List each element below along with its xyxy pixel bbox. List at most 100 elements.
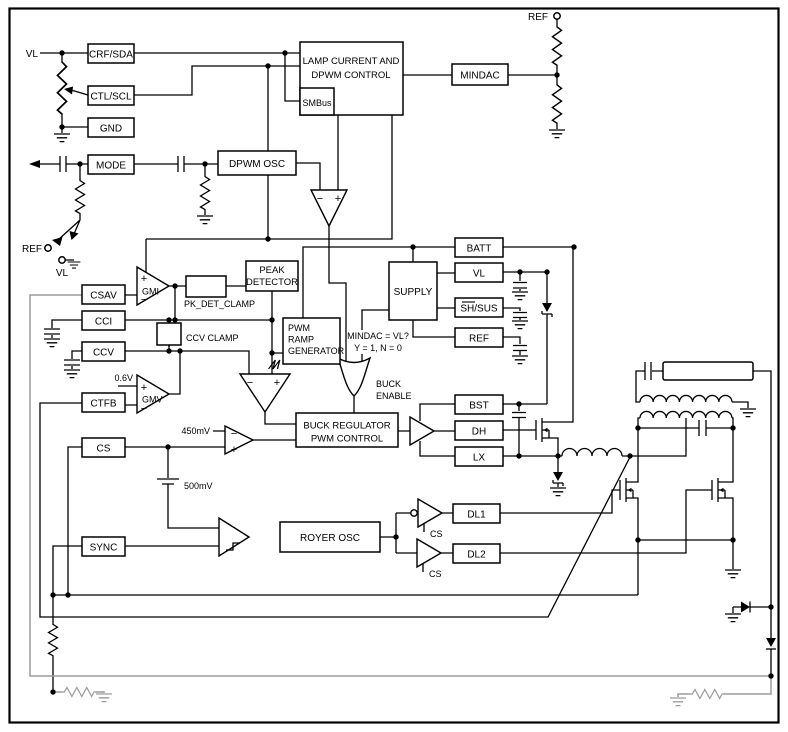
arrows — [29, 86, 79, 246]
pin-cci-label: CCI — [95, 317, 112, 328]
ref-divider-top-resistor — [551, 23, 563, 69]
ref-cap — [513, 344, 527, 352]
pin-csav-label: CSAV — [90, 291, 117, 302]
resistors — [47, 23, 725, 700]
ramp-line2: RAMP — [288, 335, 314, 345]
or-gate — [336, 356, 372, 397]
dl1-driver — [417, 497, 444, 529]
vl-cap — [513, 281, 527, 289]
block-supply — [388, 261, 438, 321]
pin-mode — [87, 154, 135, 175]
pin-crf-sda — [87, 43, 135, 64]
ground-icon — [669, 697, 687, 707]
pin-bst — [454, 394, 504, 415]
lamp-block-line2: DPWM CONTROL — [311, 70, 390, 81]
pin-bst-label: BST — [469, 401, 488, 412]
resonant-cap — [698, 420, 707, 436]
buck-enable-line2: ENABLE — [376, 391, 412, 401]
transformer-primary — [639, 410, 733, 419]
dpwm-cmp-minus: − — [317, 193, 323, 205]
vl-top-label: VL — [26, 49, 39, 60]
bootstrap-cap — [512, 411, 526, 419]
ramp-line3: GENERATOR — [288, 346, 345, 356]
ground-icon — [511, 320, 529, 330]
pin-dl2-label: DL2 — [467, 550, 486, 561]
royer-mosfet-right — [711, 477, 726, 503]
pin-ctl-scl-label: CTL/SCL — [90, 92, 132, 103]
royer-osc-label: ROYER OSC — [300, 533, 360, 544]
pot-resistor — [56, 56, 68, 120]
pin-cci — [81, 310, 126, 331]
cci-cap — [44, 328, 60, 335]
ground-icon — [67, 261, 81, 269]
gmi-minus: − — [141, 294, 147, 306]
ground-icon — [739, 408, 757, 418]
dl2-driver — [416, 537, 443, 569]
pin-ctfb — [81, 392, 126, 413]
mode-right-cap — [177, 156, 185, 172]
block-dpwm-osc — [217, 150, 297, 176]
amplifiers — [136, 189, 444, 569]
source-500mv — [157, 478, 179, 485]
lamp-rectifier-diode-2 — [766, 638, 776, 650]
peak-detector-line2: DETECTOR — [246, 277, 298, 288]
vl-switch-label: VL — [56, 268, 69, 279]
dpwm-cmp-plus: + — [335, 193, 341, 205]
pin-ccv-label: CCV — [93, 348, 114, 359]
switch-arrowhead-ref — [52, 237, 63, 246]
pin-dl1-label: DL1 — [467, 510, 486, 521]
pin-gnd — [87, 117, 135, 138]
ref-switch-terminal — [44, 244, 52, 252]
ccv-clamp-label: CCV CLAMP — [186, 333, 239, 343]
block-smbus — [299, 87, 335, 116]
peak-detector-line1: PEAK — [259, 265, 285, 276]
gmv-amp — [136, 373, 171, 415]
ground-icon — [511, 291, 529, 301]
ground-icon — [63, 369, 81, 379]
pin-sync — [81, 536, 126, 557]
ref-terminal — [553, 12, 561, 20]
gmi-amp — [136, 265, 171, 307]
mode-left-arrowhead — [29, 160, 40, 168]
v500-label: 500mV — [184, 481, 213, 491]
pin-sync-label: SYNC — [90, 543, 118, 554]
gmv-minus: − — [141, 403, 147, 415]
ref-top-label: REF — [528, 12, 548, 23]
ground-symbols — [43, 129, 757, 707]
ground-icon — [511, 355, 529, 365]
magnetics — [561, 361, 754, 457]
pin-sh-sus — [454, 297, 504, 318]
royer-mosfet-left — [619, 477, 634, 503]
block-peak-detector — [245, 260, 299, 292]
ilim-cmp-minus: − — [231, 428, 237, 440]
pin-batt-label: BATT — [467, 244, 492, 255]
pin-cs-label: CS — [97, 444, 111, 455]
mode-left-cap — [59, 156, 67, 172]
block-royer-osc — [279, 521, 381, 553]
smbus-label: SMBus — [302, 98, 332, 108]
block-buck-regulator — [295, 412, 399, 448]
ground-icon — [724, 569, 742, 579]
mindac-question-line2: Y = 1, N = 0 — [354, 343, 402, 353]
ramp-waveform-icon — [267, 359, 281, 370]
buck-reg-line2: PWM CONTROL — [311, 434, 383, 445]
transformer-secondary — [639, 394, 733, 403]
lamp-rectifier-diode-1 — [741, 601, 751, 613]
lamp-series-cap — [644, 362, 652, 380]
buck-enable-line1: BUCK — [376, 379, 401, 389]
shsus-cap — [513, 311, 527, 319]
pin-ctfb-label: CTFB — [90, 399, 116, 410]
bottom-left-resistor — [61, 686, 97, 698]
buck-inductor — [561, 447, 623, 457]
pin-vl — [454, 262, 504, 283]
ccv-cap — [64, 359, 80, 366]
buck-mosfet — [535, 417, 550, 443]
pin-csav — [81, 284, 126, 305]
supply-label: SUPPLY — [394, 287, 433, 298]
pin-dl2 — [452, 543, 501, 564]
cs-driver1-label: CS — [430, 529, 443, 539]
gmv-label: GMV — [142, 395, 163, 405]
pin-vl-label: VL — [473, 269, 486, 280]
sense-resistor — [47, 621, 59, 659]
